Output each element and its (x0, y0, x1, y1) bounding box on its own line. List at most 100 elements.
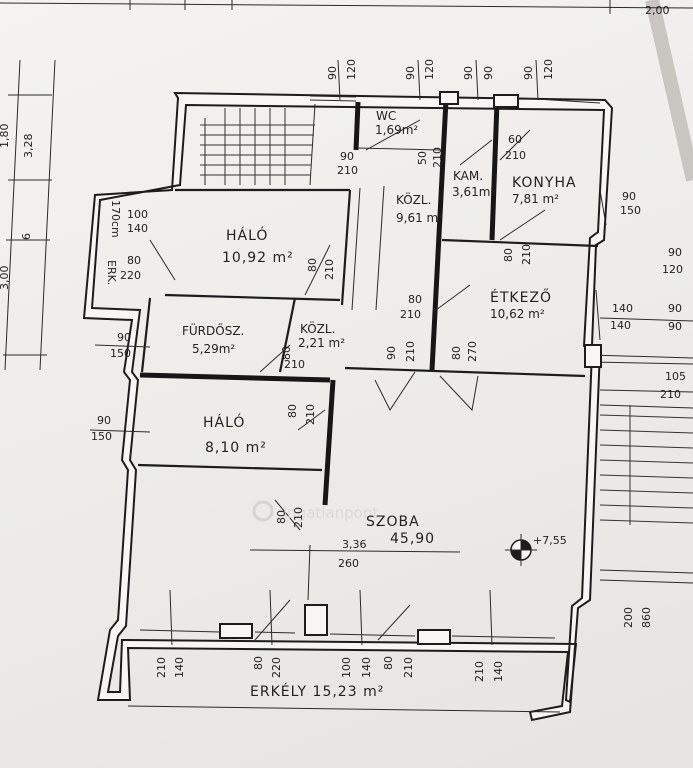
dimension-ticks (89, 59, 693, 646)
left-dimension-chain (3, 59, 56, 371)
stairs-upper (200, 103, 316, 186)
dim-erk-100: 100 (127, 208, 148, 221)
dim-level: +7,55 (533, 534, 567, 547)
paper-fold (645, 0, 693, 182)
dim-left-3: 3,00 (0, 266, 11, 291)
dim-right-200: 200 (622, 607, 635, 628)
dim-height-260: 260 (338, 557, 359, 570)
watermark-text: ingatlanpont (283, 504, 378, 522)
dim-bal-140c: 140 (492, 661, 505, 682)
dim-right-90a: 90 (668, 246, 682, 259)
dim-top-90b: 90 (404, 66, 417, 80)
room-kozl2-area: 2,21 m² (298, 336, 345, 350)
dim-etk-win-140a: 140 (612, 302, 633, 315)
room-szoba-name: SZOBA (366, 514, 420, 530)
dim-szoba-door2-270: 270 (466, 341, 479, 362)
balcony-edge (127, 705, 561, 713)
room-kamra-area: 3,61m² (452, 185, 495, 199)
room-kozl2-name: KÖZL. (300, 320, 335, 336)
dim-etk-win-140b: 140 (610, 319, 631, 332)
dim-left-1: 1,80 (0, 124, 11, 149)
dim-etk-door-210: 210 (520, 244, 533, 265)
dim-kam-door-210: 210 (505, 149, 526, 162)
dim-left-2: 3,28 (22, 134, 35, 159)
dim-erk-140: 140 (127, 222, 148, 235)
dim-bal-80a: 80 (252, 656, 265, 670)
dim-kozl1-door-80: 80 (408, 293, 422, 306)
dim-bal-210a: 210 (155, 657, 168, 678)
height-dim-line (249, 549, 461, 553)
dim-bal-210b: 210 (402, 657, 415, 678)
dim-etk-door-80: 80 (502, 248, 515, 262)
level-marker-symbol (505, 534, 537, 566)
dim-halo2-door-210: 210 (304, 404, 317, 425)
dim-erk-vert: 170cm (109, 200, 122, 238)
dim-furdo-door-210: 210 (284, 358, 305, 371)
dim-bal-80b: 80 (382, 656, 395, 670)
dim-furdo-door-80: 80 (280, 346, 293, 360)
interior-walls (137, 99, 599, 506)
dim-erk-80: 80 (127, 254, 141, 267)
room-kamra-name: KAM. (453, 169, 483, 183)
dim-top-120a: 120 (345, 59, 358, 80)
room-szoba-area: 45,90 (390, 531, 435, 547)
top-dimension-line (0, 0, 693, 14)
dim-right-90c: 90 (668, 320, 682, 333)
dim-bal-140a: 140 (173, 657, 186, 678)
dim-szoba-door1-90: 90 (385, 346, 398, 360)
dim-right-860: 860 (640, 607, 653, 628)
dim-top-right: 2,00 (645, 4, 670, 17)
dim-right-90b: 90 (668, 302, 682, 315)
room-etkezo-name: ÉTKEZŐ (490, 288, 552, 306)
dim-height-336: 3,36 (342, 538, 367, 551)
dim-szoba-door1-210: 210 (404, 341, 417, 362)
room-konyha-name: KONYHA (512, 175, 577, 191)
dim-top-120b: 120 (423, 59, 436, 80)
dim-bal-100: 100 (340, 657, 353, 678)
room-furdo-area: 5,29m² (192, 342, 235, 356)
dim-wc-door2-210: 210 (431, 147, 444, 168)
dim-bal-210c: 210 (473, 661, 486, 682)
room-kozl1-area: 9,61 m² (396, 211, 443, 225)
dim-furdo-win-150: 150 (110, 347, 131, 360)
dim-bal-140b: 140 (360, 657, 373, 678)
dim-erk-220: 220 (120, 269, 141, 282)
room-erkely-label: ERKÉLY 15,23 m² (250, 683, 384, 700)
room-konyha-area: 7,81 m² (512, 192, 559, 206)
dim-kozl1-door-210: 210 (400, 308, 421, 321)
dim-konyha-win-150: 150 (620, 204, 641, 217)
room-etkezo-area: 10,62 m² (490, 307, 545, 321)
dim-top-90c: 90 (462, 66, 475, 80)
dim-konyha-win-90: 90 (622, 190, 636, 203)
watermark-logo (252, 500, 274, 522)
dim-right-120: 120 (662, 263, 683, 276)
dim-top-90d: 90 (482, 66, 495, 80)
dim-halo1-door-210: 210 (323, 259, 336, 280)
dim-left-4: 6 (20, 233, 33, 240)
room-wc-name: WC (376, 109, 396, 123)
dim-szoba-door2-80: 80 (450, 346, 463, 360)
dim-top-120e: 120 (542, 59, 555, 80)
door-swings (149, 119, 546, 641)
dim-wc-door-90: 90 (340, 150, 354, 163)
dim-szoba-door3-210: 210 (292, 507, 305, 528)
dim-halo2-door-80: 80 (286, 404, 299, 418)
room-halo2-name: HÁLÓ (203, 413, 245, 431)
room-furdo-name: FÜRDŐSZ. (182, 322, 244, 338)
dim-wc-door-210: 210 (337, 164, 358, 177)
room-kozl1-name: KÖZL. (396, 191, 431, 207)
dim-top-90a: 90 (326, 66, 339, 80)
height-dim-tick (307, 544, 311, 601)
room-halo1-name: HÁLÓ (226, 226, 268, 244)
windows (139, 91, 693, 645)
dim-kam-door-60: 60 (508, 133, 522, 146)
dim-halo1-door-80: 80 (306, 258, 319, 272)
room-halo1-area: 10,92 m² (222, 250, 294, 266)
dim-halo2-win-150: 150 (91, 430, 112, 443)
room-wc-area: 1,69m² (375, 123, 418, 137)
room-erker-name: ERK. (105, 260, 118, 285)
dim-bal-220: 220 (270, 657, 283, 678)
dim-top-90e: 90 (522, 66, 535, 80)
